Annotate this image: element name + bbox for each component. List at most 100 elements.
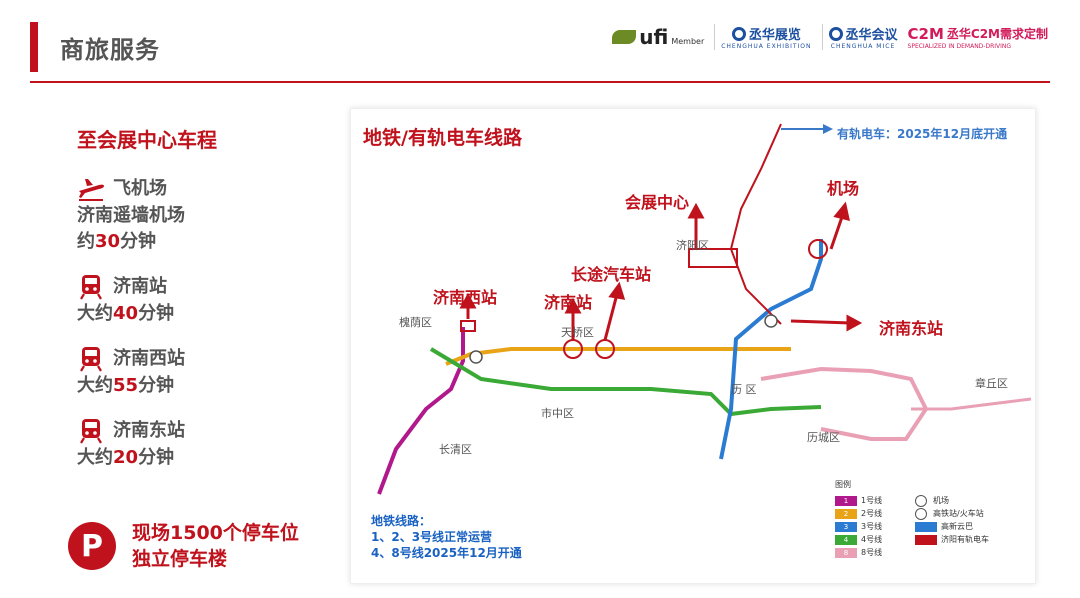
exhibition-logo-icon	[731, 26, 746, 41]
label-airport: 机场	[827, 179, 860, 198]
district-huaiyin: 槐荫区	[399, 316, 432, 329]
exhibition-logo-name: 丞华展览	[748, 28, 801, 43]
metro-map-panel: 地铁/有轨电车线路 有轨电车：2025年12月底开通 会展中心 机场 长途汽车站…	[350, 108, 1036, 584]
travel-item-jinan-east: 济南东站 大约20分钟	[77, 417, 337, 471]
jinan-station-prefix: 大约	[77, 303, 113, 324]
legend-airport-label: 机场	[933, 496, 949, 505]
ufi-leaf-icon	[612, 30, 637, 44]
legend-line-2-swatch: 2	[835, 508, 857, 519]
metro-note-line2: 4、8号线2025年12月开通	[371, 546, 522, 560]
tram-note: 有轨电车：2025年12月底开通	[837, 127, 1008, 141]
legend-line-2: 2 2号线	[835, 507, 1025, 520]
legend-brt-label: 高新云巴	[941, 522, 973, 531]
exhibition-logo-en: CHENGHUA EXHIBITION	[721, 43, 812, 50]
tram-line	[729, 123, 782, 325]
jinan-station-suffix: 分钟	[138, 303, 175, 324]
label-jinan-west: 济南西站	[433, 288, 498, 307]
tram-extension-arrowhead	[823, 124, 833, 134]
parking-icon: P	[68, 522, 116, 570]
travel-item-jinan-west: 济南西站 大约55分钟	[77, 345, 337, 399]
meeting-logo-name: 丞华会议	[845, 28, 898, 43]
partner-logos: ufi Member 丞华展览 CHENGHUA EXHIBITION 丞华会议…	[612, 20, 1048, 54]
pointer-arrows	[459, 201, 863, 341]
metro-note-line1: 1、2、3号线正常运营	[371, 530, 493, 544]
meeting-logo: 丞华会议 CHENGHUA MICE	[821, 24, 898, 50]
metro-map	[377, 123, 1032, 495]
jinan-station-value: 40	[113, 303, 139, 324]
legend-line-3-swatch: 3	[835, 521, 857, 532]
legend-airport: 机场	[915, 494, 989, 507]
parking-spaces: 现场1500个停车位	[132, 522, 299, 544]
legend-line-2-label: 2号线	[861, 509, 883, 518]
legend-line-3-label: 3号线	[861, 522, 883, 531]
jinan-east-title: 济南东站	[113, 420, 185, 441]
district-licheng: 历城区	[807, 431, 840, 444]
tram-icon	[915, 534, 937, 545]
district-zhangqiu: 章丘区	[975, 377, 1008, 390]
label-jinan-east: 济南东站	[879, 319, 944, 338]
ufi-logo: ufi Member	[612, 25, 704, 49]
legend-line-8-label: 8号线	[861, 548, 883, 557]
jinan-east-prefix: 大约	[77, 447, 113, 468]
legend-brt: 高新云巴	[915, 520, 989, 533]
jinan-east-value: 20	[113, 447, 139, 468]
airport-name: 济南遥墙机场	[77, 205, 185, 226]
jinan-west-marker	[469, 350, 483, 364]
legend-line-1-label: 1号线	[861, 496, 883, 505]
jinan-west-box	[460, 320, 476, 332]
arrow-jinan-east	[790, 319, 852, 325]
arrow-airport	[829, 213, 845, 250]
jinan-west-title: 济南西站	[113, 348, 185, 369]
airport-title: 飞机场	[113, 178, 167, 199]
district-changqing: 长清区	[439, 443, 472, 456]
metro-line-3	[719, 239, 823, 460]
parking-info: P 现场1500个停车位 独立停车楼	[68, 520, 299, 572]
legend-line-1-swatch: 1	[835, 495, 857, 506]
legend-line-1: 1 1号线	[835, 494, 1025, 507]
arrow-bus-station	[603, 293, 619, 341]
legend-line-8-swatch: 8	[835, 547, 857, 558]
legend-line-4-swatch: 4	[835, 534, 857, 545]
travel-item-jinan-station: 济南站 大约40分钟	[77, 273, 337, 327]
legend-rail-station: 高铁站/火车站	[915, 507, 989, 520]
jinan-east-marker	[764, 314, 778, 328]
map-title: 地铁/有轨电车线路	[363, 127, 522, 149]
jinan-station-title: 济南站	[113, 276, 167, 297]
legend-line-3: 3 3号线	[835, 520, 1025, 533]
header-divider	[30, 81, 1050, 83]
legend-tram: 济阳有轨电车	[915, 533, 989, 546]
metro-note: 地铁线路： 1、2、3号线正常运营 4、8号线2025年12月开通	[371, 513, 522, 561]
meeting-logo-en: CHENGHUA MICE	[830, 43, 896, 50]
metro-line-4	[429, 347, 822, 417]
train-icon	[80, 347, 102, 372]
travel-time-panel: 至会展中心车程 飞机场 济南遥墙机场 约30分钟 济南站 大约40分钟	[77, 124, 337, 489]
airport-marker	[808, 239, 828, 259]
exhibition-logo: 丞华展览 CHENGHUA EXHIBITION	[714, 24, 811, 50]
legend-rail-station-label: 高铁站/火车站	[933, 509, 984, 518]
district-shizhong: 市中区	[541, 407, 574, 420]
c2m-mark: C2M	[907, 24, 944, 43]
district-jiyang: 济阳区	[676, 239, 709, 252]
airplane-icon	[79, 179, 104, 201]
train-icon	[80, 419, 102, 444]
ufi-logo-text: ufi	[639, 25, 669, 49]
district-lixia: 历 区	[731, 383, 757, 396]
metro-line-8-east	[911, 397, 1032, 411]
page-title: 商旅服务	[60, 36, 160, 64]
airport-icon	[915, 494, 927, 507]
legend-title: 图例	[835, 480, 851, 489]
jinan-west-value: 55	[113, 375, 139, 396]
airport-time-prefix: 约	[77, 231, 95, 252]
brt-icon	[915, 521, 937, 532]
label-expo: 会展中心	[625, 193, 690, 212]
metro-line-1	[377, 327, 465, 495]
ufi-member-text: Member	[671, 37, 705, 46]
c2m-logo-en: SPECIALIZED IN DEMAND-DRIVING	[907, 42, 1012, 50]
expo-center-box	[688, 248, 738, 268]
airport-time-value: 30	[95, 231, 121, 252]
jinan-west-prefix: 大约	[77, 375, 113, 396]
meeting-logo-icon	[828, 26, 843, 41]
